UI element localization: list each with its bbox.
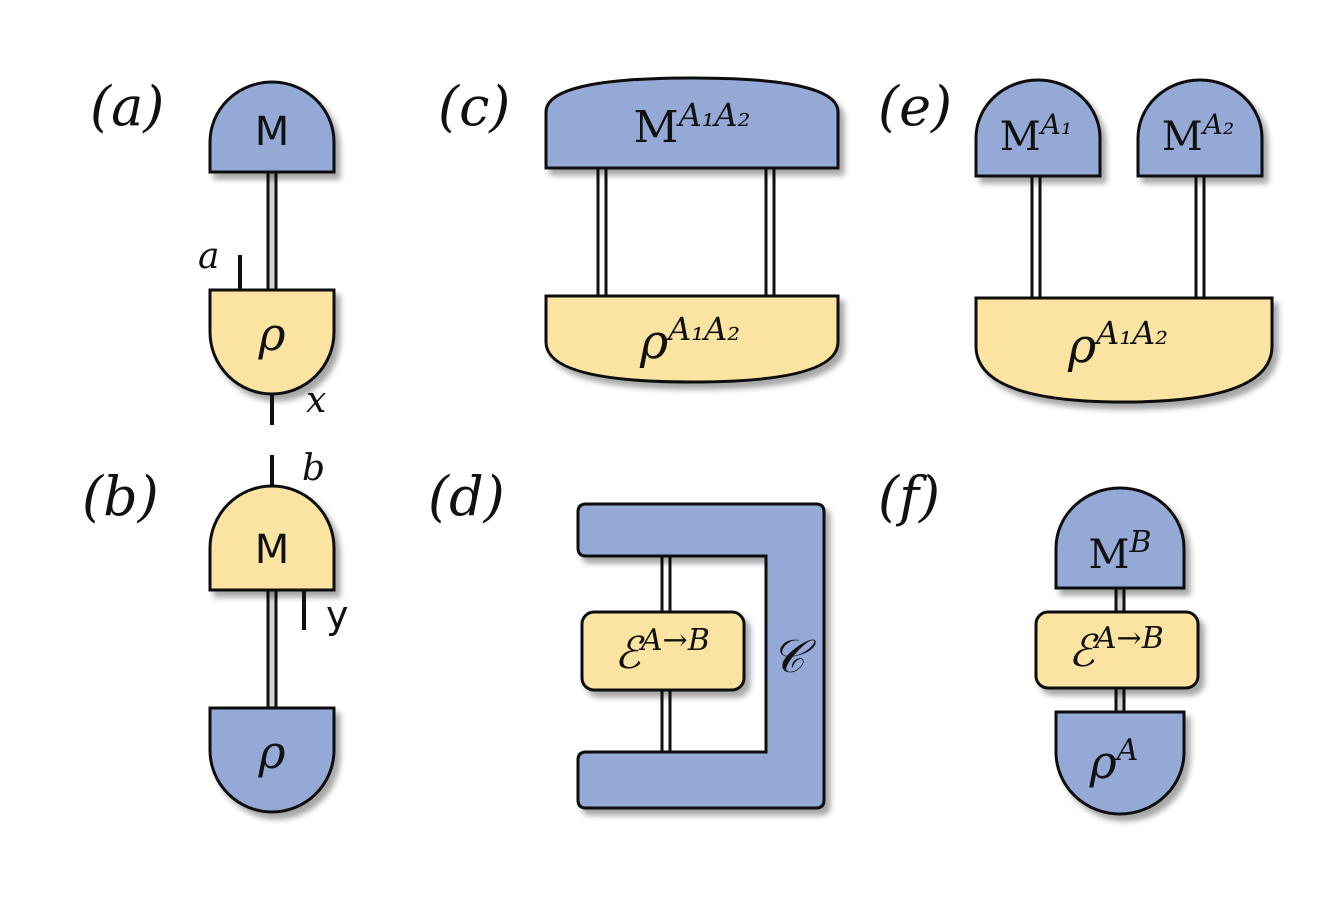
panel-a-state-box [208,288,336,396]
panel-c-measurement-box [544,76,840,170]
panel-d: (d) 𝒞 ℰA→B [428,465,826,810]
panel-f-measurement-box [1054,486,1186,590]
panel-b-output-label: b [302,448,325,489]
panel-b-instrument-box [208,484,336,592]
panel-b-input-label: y [326,593,349,637]
panel-f-state-box [1054,710,1186,816]
panel-e-state: ρA₁A₂ [1067,314,1168,374]
panel-b-state-label: ρ [257,725,285,779]
panel-f-measurement: MB [1088,525,1151,578]
panel-f-label: (f) [878,465,940,528]
panel-f: (f) MB ℰA→B ρA [878,465,1200,816]
panel-d-comb [576,502,826,810]
panel-d-label: (d) [428,465,505,528]
panel-d-channel-box [580,610,746,692]
panel-e-measurement-2-box [1136,78,1264,178]
panel-d-channel: ℰA→B [614,623,710,679]
panel-c-measurement: MA₁A₂ [634,96,751,153]
panel-e-label: (e) [878,75,952,138]
panel-a-measurement-box [208,80,336,174]
panel-a-state-label: ρ [257,307,285,361]
panel-f-channel-box [1034,610,1200,690]
panel-b-label: (b) [82,465,159,528]
panel-b-instrument-label: M [255,527,290,573]
panel-c: (c) MA₁A₂ ρA₁A₂ [438,75,840,384]
panel-e-measurement-1-box [974,78,1102,178]
panel-f-channel: ℰA→B [1068,621,1164,677]
panel-e-measurement-2: MA₂ [1162,108,1234,160]
panel-a-label: (a) [90,75,164,138]
panel-e: (e) MA₁ MA₂ ρA₁A₂ [878,75,1274,404]
panel-b-state-box [208,706,336,814]
panel-a: (a) M a ρ x [90,75,336,425]
panel-c-state-box [544,294,840,384]
panel-b: (b) b M y ρ [82,448,349,814]
panel-a-measurement-label: M [255,109,290,155]
panel-c-state: ρA₁A₂ [639,310,740,370]
panel-e-measurement-1: MA₁ [1000,108,1072,160]
panel-f-state: ρA [1089,733,1139,789]
panel-a-input-label: x [306,380,326,421]
panel-e-state-box [974,296,1274,404]
panel-a-output-label: a [198,236,219,277]
panel-c-label: (c) [438,75,510,138]
